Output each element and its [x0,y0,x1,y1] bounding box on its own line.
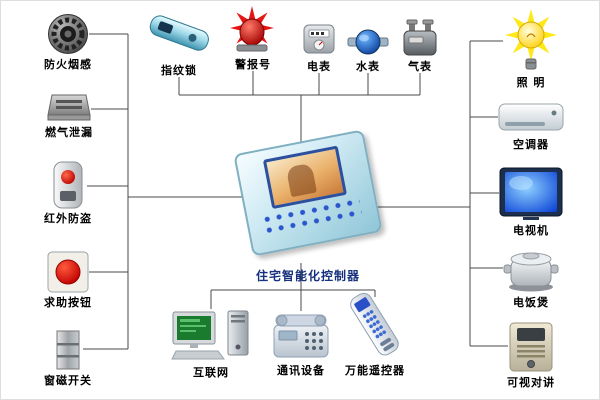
remote-control-icon [333,289,417,361]
rice-cooker-icon [503,245,559,293]
node-label: 可视对讲 [507,376,555,389]
node-water-meter: 水表 [345,27,391,74]
controller-device [233,129,383,257]
node-lighting: 照 明 [501,9,561,90]
smoke-sensor-icon [47,13,89,55]
node-gas-leak: 燃气泄漏 [41,93,97,140]
node-television: 电视机 [499,167,563,238]
node-label: 求助按钮 [44,296,92,309]
node-alarm: 警报号 [225,5,281,72]
controller-label: 住宅智能化控制器 [255,269,360,283]
node-air-conditioner: 空调器 [497,101,565,152]
tv-icon [499,167,563,221]
infrared-sensor-icon [51,161,85,209]
desktop-computer-icon [170,309,252,363]
node-fingerprint-lock: 指纹锁 [141,7,217,78]
intercom-panel-icon [508,321,554,373]
node-label: 指纹锁 [161,64,197,77]
light-bulb-icon [503,9,559,73]
node-label: 红外防盗 [44,212,92,225]
node-electric-meter: 电表 [296,21,342,74]
gas-leak-detector-icon [46,93,92,123]
electric-meter-icon [301,21,337,57]
node-central-controller: 住宅智能化控制器 [227,129,389,284]
node-label: 空调器 [513,138,549,151]
gas-meter-icon [400,19,440,57]
node-label: 电饭煲 [513,296,549,309]
node-label: 电视机 [513,224,549,237]
node-comm-equipment: 通讯设备 [263,311,339,378]
node-universal-remote: 万能遥控器 [333,289,417,378]
node-window-switch: 窗磁开关 [41,329,95,388]
air-conditioner-icon [498,101,564,135]
alarm-siren-icon [229,5,277,55]
node-label: 电表 [307,60,331,73]
node-smoke-sensor: 防火烟感 [39,13,97,72]
node-infrared-guard: 红外防盗 [41,161,95,226]
node-label: 气表 [408,60,432,73]
node-video-intercom: 可视对讲 [506,321,556,390]
telephone-icon [270,311,332,361]
node-label: 水表 [356,60,380,73]
emergency-button-icon [47,251,89,293]
node-label: 互联网 [193,366,229,379]
magnetic-switch-icon [53,329,83,371]
fingerprint-lock-icon [141,7,217,61]
node-label: 燃气泄漏 [45,126,93,139]
node-label: 防火烟感 [44,58,92,71]
controller-screen [262,145,348,210]
node-label: 窗磁开关 [44,374,92,387]
node-help-button: 求助按钮 [39,251,97,310]
node-internet: 互联网 [169,309,253,380]
node-gas-meter: 气表 [395,19,445,74]
node-rice-cooker: 电饭煲 [503,245,559,310]
node-label: 照 明 [516,76,546,89]
water-meter-icon [347,27,389,57]
node-label: 通讯设备 [277,364,325,377]
node-label: 警报号 [235,58,271,71]
node-label: 万能遥控器 [345,364,405,377]
